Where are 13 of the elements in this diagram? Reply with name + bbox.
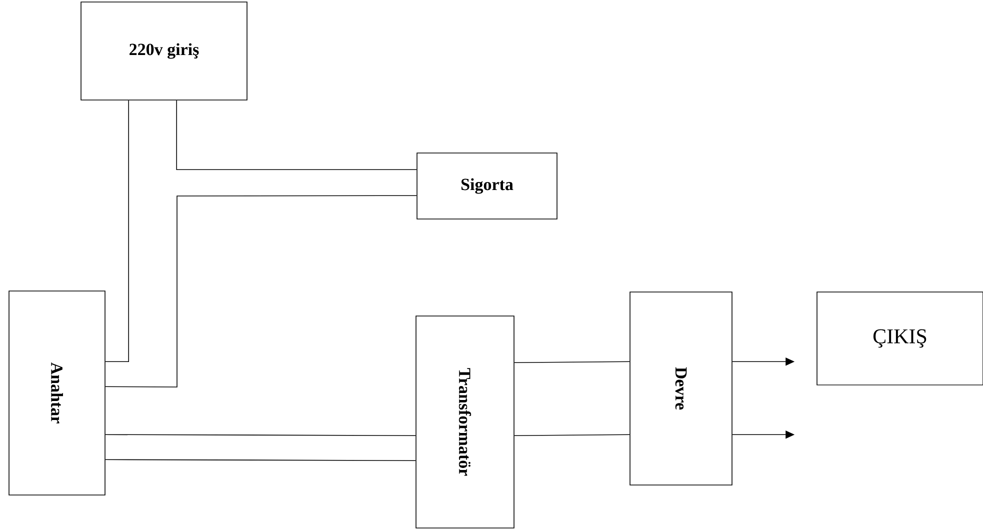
text-box: Devre [630, 292, 732, 486]
text-box: Anahtar [8, 290, 106, 496]
connector-line [176, 100, 417, 170]
text-box: 220v giriş [80, 2, 248, 100]
connector-line [105, 100, 130, 362]
text-box: Sigorta [416, 152, 558, 220]
connector-line [105, 195, 417, 388]
connector-line [105, 459, 416, 461]
connector-line [514, 434, 630, 436]
connector-line [105, 434, 416, 436]
connector-line [514, 361, 630, 363]
text-box: Transformatör [416, 316, 514, 528]
text-box: ÇIKIŞ [816, 292, 983, 386]
